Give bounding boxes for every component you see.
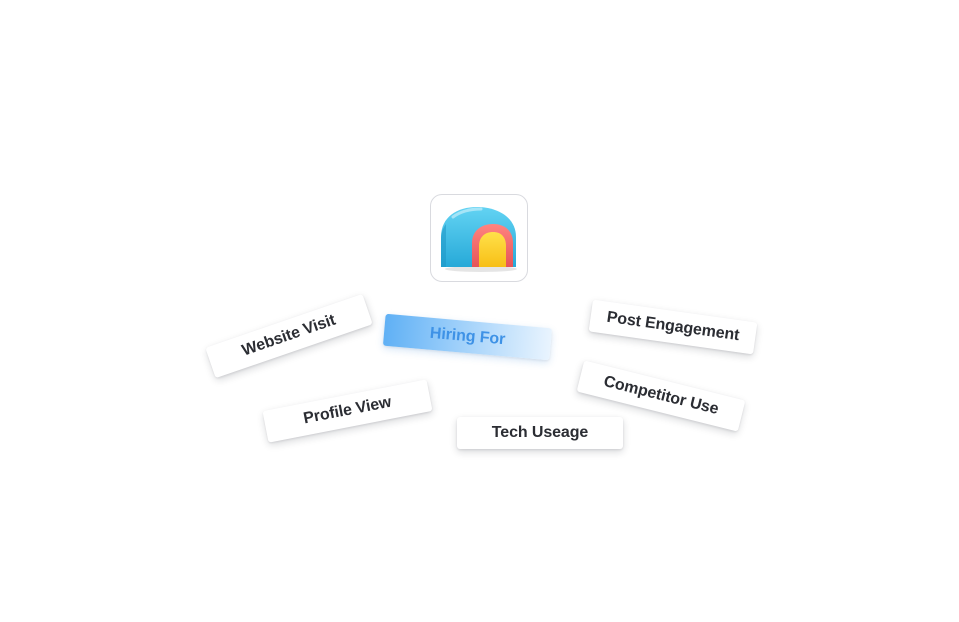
arch-shadow <box>445 266 517 272</box>
signal-chip-label: Profile View <box>301 393 393 428</box>
arch-icon <box>441 207 517 272</box>
signal-chip-post-engagement[interactable]: Post Engagement <box>588 299 758 355</box>
signal-chip-label: Website Visit <box>239 311 338 360</box>
signal-chip-hiring-for[interactable]: Hiring For <box>382 313 553 361</box>
logo-tile <box>430 194 528 282</box>
signal-chip-label: Competitor Use <box>601 373 721 419</box>
signal-chip-website-visit[interactable]: Website Visit <box>205 293 373 379</box>
signal-chip-label: Tech Useage <box>491 424 589 441</box>
signal-chip-tech-useage[interactable]: Tech Useage <box>457 417 623 449</box>
outer-arch-side <box>441 224 446 267</box>
signal-chip-label: Post Engagement <box>605 308 741 345</box>
inner-arch <box>479 232 506 267</box>
signal-chip-profile-view[interactable]: Profile View <box>262 379 433 443</box>
signal-chip-label: Hiring For <box>429 324 506 349</box>
outer-arch-highlight <box>451 207 483 219</box>
